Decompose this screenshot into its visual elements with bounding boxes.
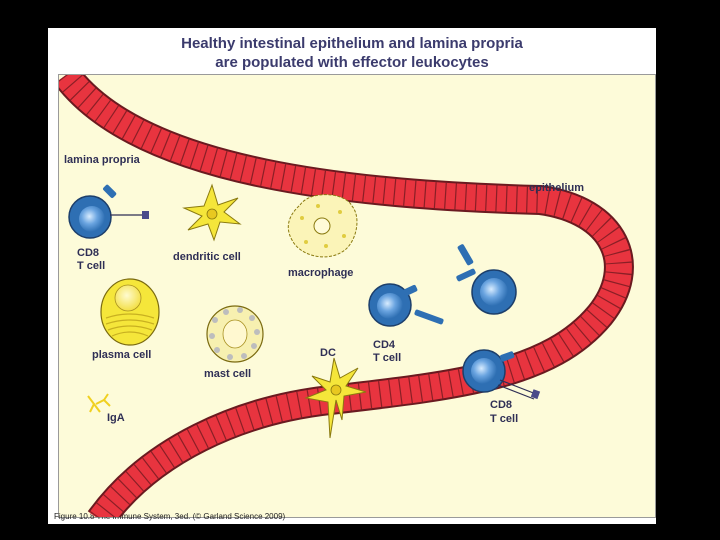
label-cd8-right-line2: T cell: [490, 413, 518, 425]
cd8-t-cell-left: [69, 184, 149, 238]
label-plasma-cell: plasma cell: [92, 349, 151, 361]
iga-molecule: [88, 394, 110, 412]
cd4-t-cell: [369, 284, 444, 326]
label-dendritic-cell: dendritic cell: [173, 251, 241, 263]
label-cd8-left-line1: CD8: [77, 247, 99, 259]
label-lamina-propria: lamina propria: [64, 154, 141, 166]
label-dc: DC: [320, 347, 336, 359]
macrophage: [288, 195, 357, 257]
mast-cell: [207, 306, 263, 362]
dendritic-cell: [184, 185, 240, 240]
label-cd4-line2: T cell: [373, 352, 401, 364]
label-macrophage: macrophage: [288, 267, 353, 279]
label-cd4-line1: CD4: [373, 339, 396, 351]
label-iga: IgA: [107, 412, 125, 424]
label-cd8-left-line2: T cell: [77, 260, 105, 272]
plasma-cell: [101, 279, 159, 345]
intraepithelial-lymphocyte-upper: [456, 243, 516, 314]
label-epithelium: epithelium: [529, 182, 584, 194]
label-mast-cell: mast cell: [204, 368, 251, 380]
label-cd8-right-line1: CD8: [490, 399, 512, 411]
